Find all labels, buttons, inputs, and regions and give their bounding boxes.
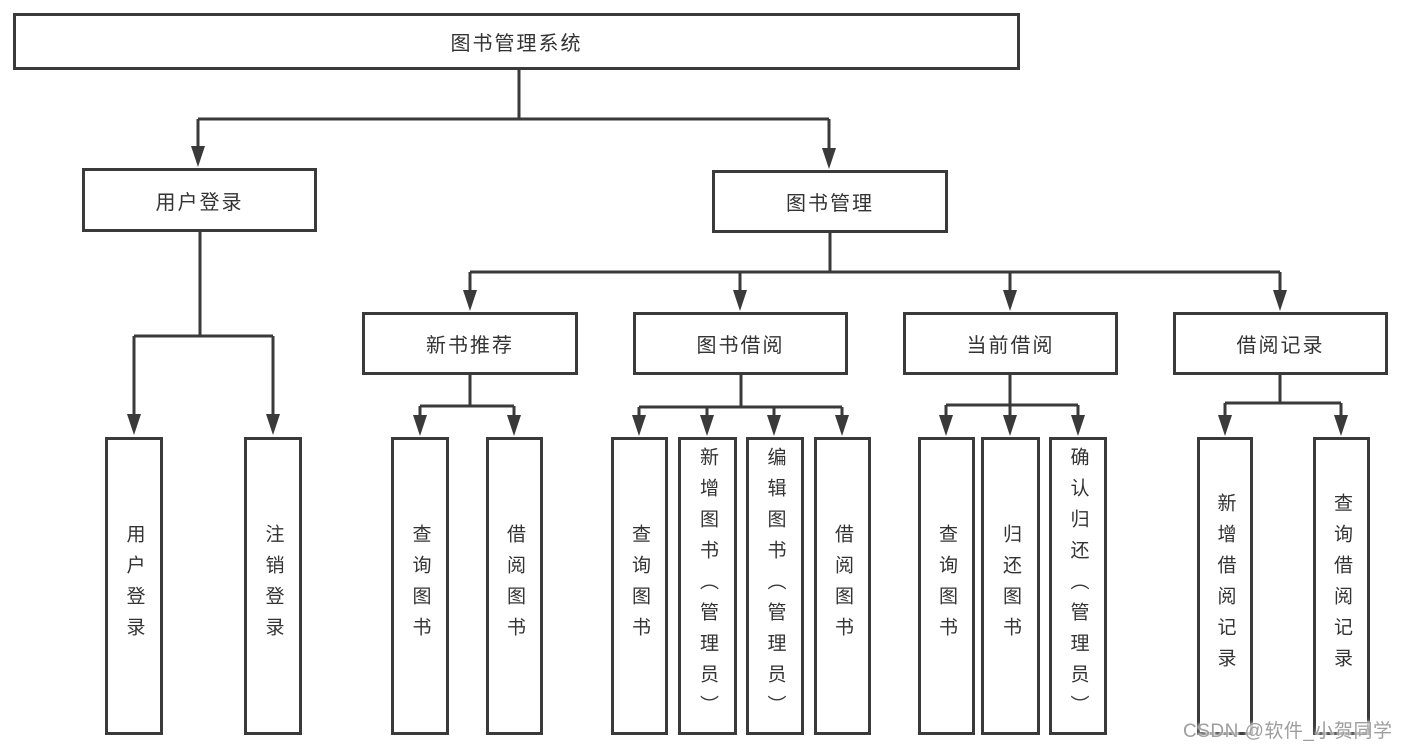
connector-book-borrow (637, 375, 844, 432)
connector-current-borrow (944, 375, 1080, 432)
connector-user-login (132, 232, 275, 431)
leaf-cb-confirm-return-admin: 确认归还（管理员） (1049, 437, 1107, 735)
leaf-br-add-record-label: 新增借阅记录 (1214, 493, 1236, 679)
leaf-logout-label: 注销登录 (262, 524, 284, 648)
node-borrow-records: 借阅记录 (1173, 312, 1388, 375)
leaf-user-login-label: 用户登录 (123, 524, 145, 648)
node-new-book-recommend-label: 新书推荐 (426, 335, 514, 357)
node-book-borrow-label: 图书借阅 (696, 335, 785, 357)
leaf-bb-edit-books-admin: 编辑图书（管理员） (746, 437, 804, 735)
leaf-bb-borrow-books: 借阅图书 (814, 437, 871, 735)
leaf-cb-return-books: 归还图书 (981, 437, 1040, 735)
node-book-management-label: 图书管理 (786, 193, 874, 215)
leaf-bb-edit-books-admin-label: 编辑图书（管理员） (764, 446, 786, 726)
leaf-bb-add-books-admin: 新增图书（管理员） (678, 437, 737, 735)
connector-borrow-records (1223, 375, 1343, 432)
node-user-login-label: 用户登录 (155, 191, 244, 214)
leaf-bb-query-books-label: 查询图书 (629, 524, 650, 648)
node-root: 图书管理系统 (13, 13, 1020, 70)
leaf-br-query-record: 查询借阅记录 (1313, 437, 1370, 735)
leaf-nb-borrow-books: 借阅图书 (486, 437, 543, 735)
csdn-watermark: CSDN @软件_小贺同学 (1183, 721, 1393, 742)
leaf-nb-query-books-label: 查询图书 (409, 524, 431, 648)
leaf-br-query-record-label: 查询借阅记录 (1331, 493, 1352, 679)
connector-new-book-recommend (418, 375, 516, 432)
leaf-br-add-record: 新增借阅记录 (1197, 437, 1253, 735)
connector-root (196, 70, 831, 165)
leaf-cb-query-books-label: 查询图书 (936, 524, 957, 648)
node-root-label: 图书管理系统 (450, 33, 583, 55)
leaf-user-login: 用户登录 (105, 437, 163, 735)
leaf-nb-query-books: 查询图书 (391, 437, 449, 735)
leaf-cb-query-books: 查询图书 (918, 437, 975, 735)
node-new-book-recommend: 新书推荐 (362, 312, 578, 375)
leaf-nb-borrow-books-label: 借阅图书 (504, 524, 525, 648)
connector-book-management (468, 233, 1282, 307)
leaf-cb-confirm-return-admin-label: 确认归还（管理员） (1067, 446, 1089, 726)
node-book-management: 图书管理 (712, 170, 948, 233)
node-borrow-records-label: 借阅记录 (1236, 335, 1325, 357)
node-user-login: 用户登录 (82, 168, 317, 232)
leaf-bb-query-books: 查询图书 (611, 437, 668, 735)
leaf-logout: 注销登录 (244, 437, 302, 735)
node-current-borrow-label: 当前借阅 (966, 335, 1055, 357)
node-book-borrow: 图书借阅 (633, 312, 848, 375)
leaf-bb-borrow-books-label: 借阅图书 (832, 524, 853, 648)
leaf-cb-return-books-label: 归还图书 (1000, 524, 1021, 648)
node-current-borrow: 当前借阅 (903, 312, 1118, 375)
leaf-bb-add-books-admin-label: 新增图书（管理员） (697, 446, 718, 726)
